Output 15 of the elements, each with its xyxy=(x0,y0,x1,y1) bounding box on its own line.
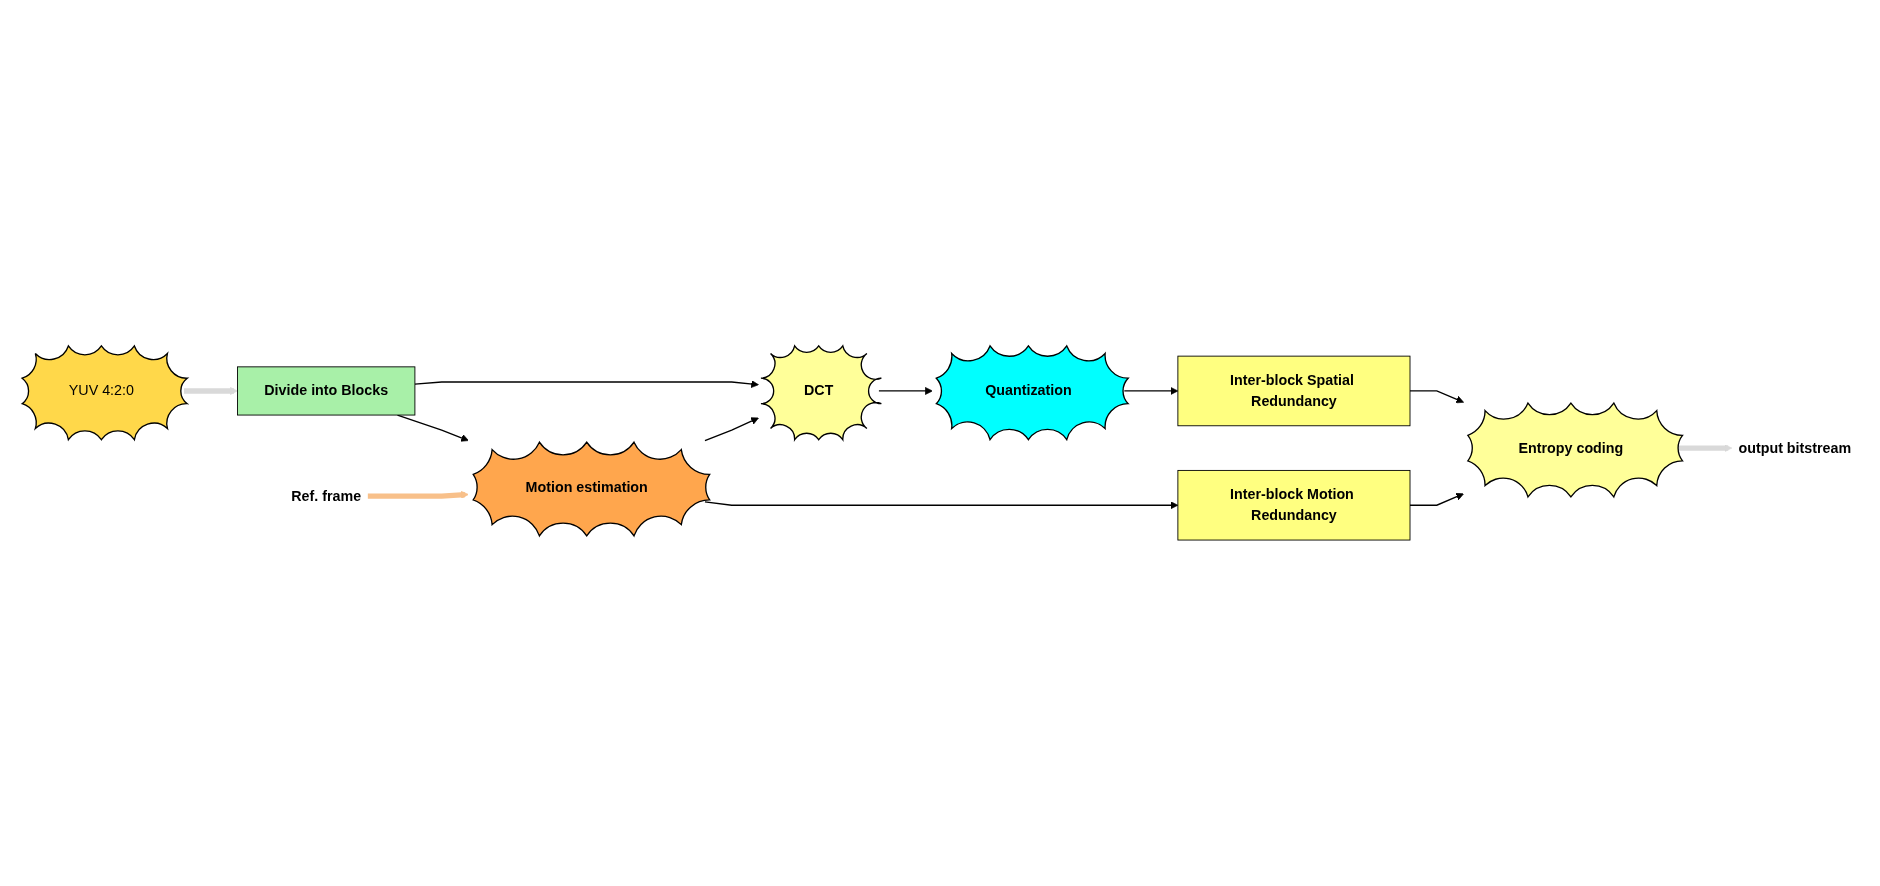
arrow xyxy=(878,387,933,395)
node-text: output bitstream xyxy=(1738,440,1852,456)
arrow xyxy=(414,380,759,388)
arrow xyxy=(183,387,238,395)
arrow xyxy=(367,490,469,499)
node-box: Divide into Blocks xyxy=(237,366,416,416)
arrow xyxy=(704,501,1179,510)
arrow xyxy=(704,417,759,442)
arrow xyxy=(1409,492,1464,506)
arrow xyxy=(1678,444,1733,452)
arrow xyxy=(1409,390,1464,404)
node-text: Ref. frame xyxy=(291,488,362,504)
arrow xyxy=(1123,387,1179,395)
node-box: Inter-block Motion Redundancy xyxy=(1177,469,1411,541)
node-box: Inter-block Spatial Redundancy xyxy=(1177,355,1411,427)
